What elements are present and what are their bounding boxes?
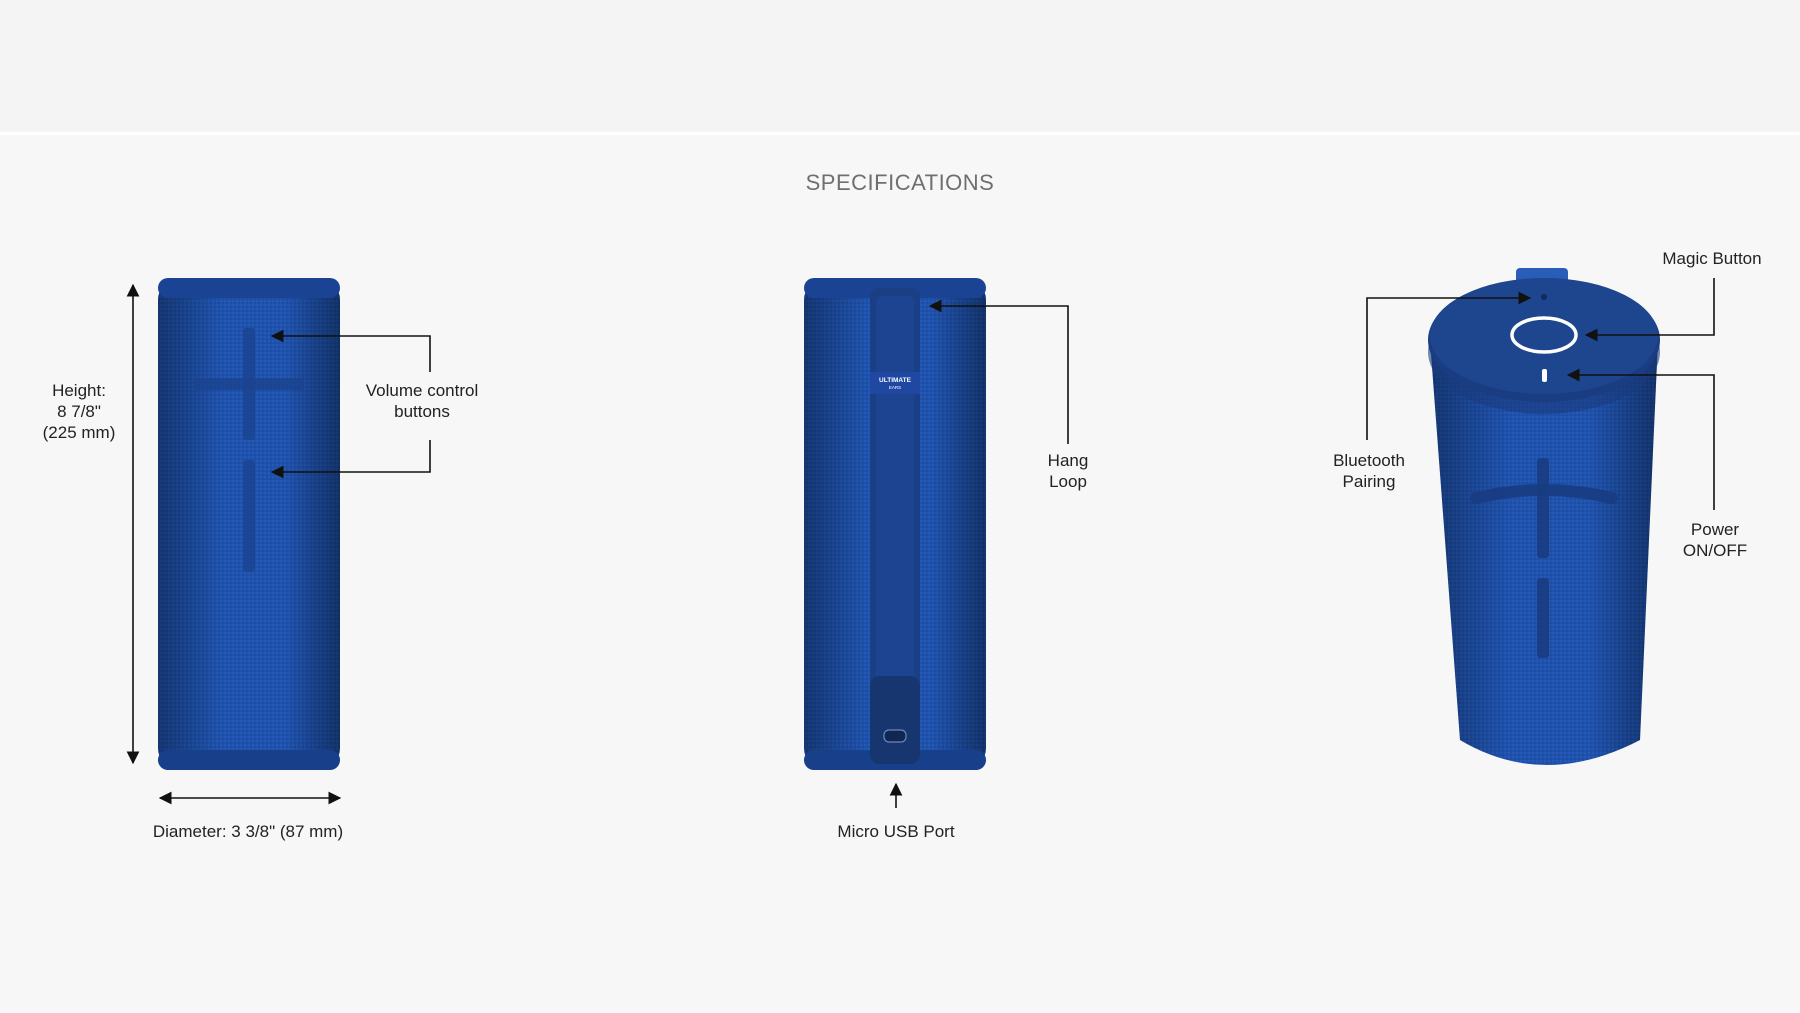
- hang-loop-leader: [928, 299, 1069, 444]
- speaker-angled: [1428, 268, 1660, 765]
- badge-line-1: ULTIMATE: [879, 377, 912, 384]
- speaker-back: ULTIMATE EARS: [804, 278, 986, 770]
- magic-button-label: Magic Button: [1662, 249, 1762, 268]
- power-button-icon: [1542, 369, 1547, 382]
- section-title: SPECIFICATIONS: [805, 170, 995, 195]
- hang-loop-label: Hang Loop: [1047, 451, 1089, 491]
- volume-control-label: Volume control buttons: [365, 381, 479, 421]
- magic-button-icon: [1510, 316, 1578, 354]
- usb-port-icon: [883, 729, 907, 743]
- bluetooth-pairing-label: Bluetooth Pairing: [1333, 451, 1405, 491]
- volume-up-leader: [270, 329, 431, 372]
- usb-port-label: Micro USB Port: [837, 822, 955, 841]
- brand-badge: [870, 372, 920, 394]
- badge-line-2: EARS: [889, 385, 901, 390]
- magic-button-leader: [1584, 278, 1715, 342]
- height-label: Height: 8 7/8" (225 mm): [42, 381, 116, 442]
- plus-vertical-icon: [243, 328, 255, 440]
- bluetooth-button-icon: [1541, 294, 1547, 300]
- top-band: [0, 0, 1800, 132]
- volume-down-leader: [270, 440, 431, 479]
- top-divider: [0, 132, 1800, 135]
- bluetooth-leader: [1366, 291, 1532, 440]
- power-leader: [1566, 368, 1715, 510]
- diameter-label: Diameter: 3 3/8" (87 mm): [152, 822, 344, 841]
- power-label: Power ON/OFF: [1682, 520, 1748, 560]
- minus-icon: [243, 460, 255, 572]
- speaker-front: [158, 278, 340, 770]
